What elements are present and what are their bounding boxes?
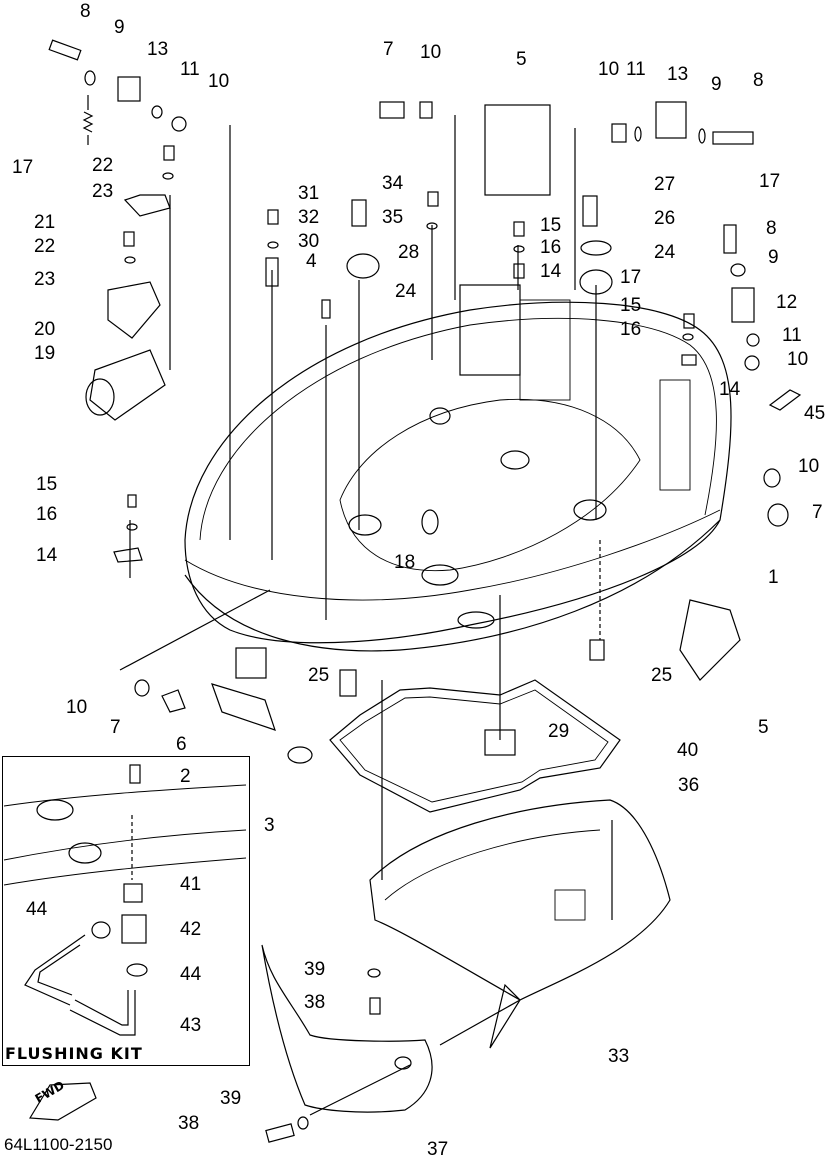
callout-2: 2 bbox=[180, 766, 191, 787]
callout-40: 40 bbox=[677, 740, 699, 761]
reference-code: 64L1100-2150 bbox=[4, 1135, 113, 1154]
callout-6: 6 bbox=[176, 734, 187, 755]
gasket-40 bbox=[329, 679, 621, 813]
callout-5: 5 bbox=[516, 49, 527, 70]
callout-4: 4 bbox=[306, 251, 317, 272]
callout-10: 10 bbox=[66, 697, 88, 718]
callout-44: 44 bbox=[180, 964, 202, 985]
callout-12: 12 bbox=[776, 292, 798, 313]
callout-33: 33 bbox=[608, 1046, 630, 1067]
callout-23: 23 bbox=[92, 181, 114, 202]
callout-31: 31 bbox=[298, 183, 320, 204]
callout-37: 37 bbox=[427, 1139, 449, 1160]
callout-36: 36 bbox=[678, 775, 700, 796]
callout-20: 20 bbox=[34, 319, 56, 340]
callout-22: 22 bbox=[34, 236, 56, 257]
callout-8: 8 bbox=[80, 1, 91, 22]
callout-9: 9 bbox=[711, 74, 722, 95]
callout-14: 14 bbox=[719, 379, 741, 400]
callout-17: 17 bbox=[12, 157, 34, 178]
callout-11: 11 bbox=[180, 59, 200, 80]
callout-8: 8 bbox=[753, 70, 764, 91]
callout-17: 17 bbox=[759, 171, 781, 192]
callout-7: 7 bbox=[110, 717, 121, 738]
callout-26: 26 bbox=[654, 208, 676, 229]
callout-14: 14 bbox=[36, 545, 58, 566]
callout-22: 22 bbox=[92, 155, 114, 176]
callout-29: 29 bbox=[548, 721, 570, 742]
bottom-cowling-33 bbox=[369, 799, 671, 1049]
flushing-kit-title: FLUSHING KIT bbox=[5, 1044, 143, 1063]
callout-24: 24 bbox=[395, 281, 417, 302]
callout-45: 45 bbox=[804, 403, 826, 424]
callout-21: 21 bbox=[34, 212, 56, 233]
callout-38: 38 bbox=[178, 1113, 200, 1134]
callout-28: 28 bbox=[398, 242, 420, 263]
callout-11: 11 bbox=[626, 59, 646, 80]
callout-39: 39 bbox=[304, 959, 326, 980]
callout-10: 10 bbox=[598, 59, 620, 80]
callout-24: 24 bbox=[654, 242, 676, 263]
callout-10: 10 bbox=[787, 349, 809, 370]
flushing-kit-inset bbox=[2, 756, 250, 1066]
callout-1: 1 bbox=[768, 567, 779, 588]
callout-13: 13 bbox=[147, 39, 169, 60]
hardware-parts bbox=[48, 39, 802, 764]
callout-9: 9 bbox=[114, 17, 125, 38]
callout-15: 15 bbox=[540, 215, 562, 236]
callout-10: 10 bbox=[420, 42, 442, 63]
callout-43: 43 bbox=[180, 1015, 202, 1036]
callout-9: 9 bbox=[768, 247, 779, 268]
flushing-kit-drawing bbox=[3, 764, 247, 1036]
callout-19: 19 bbox=[34, 343, 56, 364]
callout-14: 14 bbox=[540, 261, 562, 282]
callout-8: 8 bbox=[766, 218, 777, 239]
callout-17: 17 bbox=[620, 267, 642, 288]
callout-44: 44 bbox=[26, 899, 48, 920]
callout-3: 3 bbox=[264, 815, 275, 836]
callout-11: 11 bbox=[782, 325, 802, 346]
callout-38: 38 bbox=[304, 992, 326, 1013]
fwd-arrow-icon bbox=[28, 1082, 97, 1121]
callout-23: 23 bbox=[34, 269, 56, 290]
callout-15: 15 bbox=[620, 295, 642, 316]
callout-30: 30 bbox=[298, 231, 320, 252]
leader-lines bbox=[119, 115, 613, 1116]
callout-5: 5 bbox=[758, 717, 769, 738]
callout-18: 18 bbox=[394, 552, 416, 573]
callout-39: 39 bbox=[220, 1088, 242, 1109]
callout-7: 7 bbox=[812, 502, 823, 523]
callout-13: 13 bbox=[667, 64, 689, 85]
callout-10: 10 bbox=[798, 456, 820, 477]
callout-32: 32 bbox=[298, 207, 320, 228]
bottom-cowling-main bbox=[184, 284, 732, 652]
callout-34: 34 bbox=[382, 173, 404, 194]
callout-25: 25 bbox=[308, 665, 330, 686]
callout-7: 7 bbox=[383, 39, 394, 60]
side-panel-37 bbox=[261, 944, 433, 1143]
callout-16: 16 bbox=[620, 319, 642, 340]
callout-41: 41 bbox=[180, 874, 202, 895]
callout-16: 16 bbox=[36, 504, 58, 525]
callout-35: 35 bbox=[382, 207, 404, 228]
callout-42: 42 bbox=[180, 919, 202, 940]
callout-10: 10 bbox=[208, 71, 230, 92]
callout-25: 25 bbox=[651, 665, 673, 686]
callout-15: 15 bbox=[36, 474, 58, 495]
callout-16: 16 bbox=[540, 237, 562, 258]
callout-27: 27 bbox=[654, 174, 676, 195]
